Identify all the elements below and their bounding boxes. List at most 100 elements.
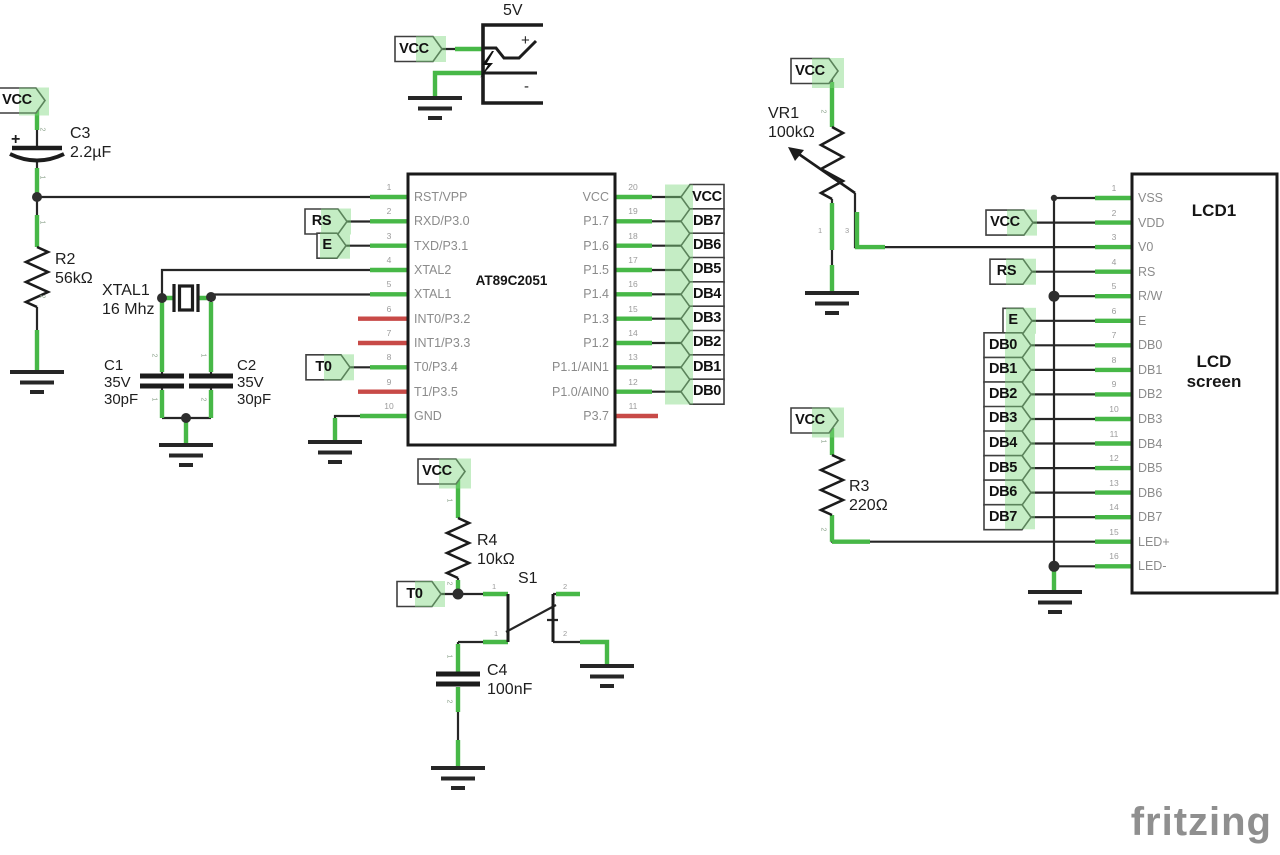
- pin-label: V0: [1138, 240, 1154, 255]
- ground-symbols[interactable]: [10, 96, 1082, 790]
- c2-ref: C2: [237, 357, 257, 374]
- pin-number: 10: [1109, 403, 1119, 414]
- s1-terminal-number: 2: [563, 582, 568, 591]
- lcd-body[interactable]: [1130, 172, 1279, 595]
- flag-vcc-lcd[interactable]: [985, 209, 1034, 236]
- flag-label-text: DB4: [988, 434, 1018, 451]
- pin-label: LED+: [1138, 534, 1170, 549]
- flag-label-vcc-r4: VCC: [422, 463, 452, 479]
- xtal1-ref: XTAL1: [102, 282, 150, 299]
- flag-rs-lcd[interactable]: [989, 258, 1033, 286]
- pin-label: R/W: [1138, 289, 1163, 304]
- c2-terminal-number: 2: [199, 397, 207, 402]
- pin-label: P1.0/AIN0: [552, 384, 609, 399]
- flag-vcc-r4[interactable]: [417, 458, 466, 485]
- vr1-value: 100kΩ: [768, 124, 815, 141]
- pin-label: VCC: [582, 190, 609, 204]
- pin-number: 11: [628, 400, 638, 411]
- pin-number: 7: [386, 327, 392, 338]
- pin-label: XTAL1: [414, 287, 452, 302]
- c3-polarity-plus: +: [11, 131, 21, 148]
- pin-label: INT0/P3.2: [414, 311, 471, 326]
- flag-db4-lcd[interactable]: [983, 430, 1032, 457]
- flag-label-text: DB2: [988, 385, 1018, 402]
- lcd-name: LCD1: [1191, 201, 1237, 220]
- switch-s1[interactable]: [506, 594, 555, 642]
- flag-t0-switch[interactable]: [396, 580, 442, 608]
- flag-db1-mcu[interactable]: [680, 353, 725, 381]
- flag-label-text: DB3: [692, 310, 722, 327]
- flag-db2-mcu[interactable]: [680, 329, 725, 357]
- mcu-body[interactable]: [406, 172, 617, 447]
- pin-label: RXD/P3.0: [414, 214, 470, 229]
- net-label-flags[interactable]: [0, 35, 1034, 608]
- flag-label-text: DB7: [988, 508, 1018, 525]
- flag-db5-lcd[interactable]: [983, 454, 1032, 482]
- pin-label: XTAL2: [414, 262, 452, 277]
- resistor-r4[interactable]: [443, 516, 473, 580]
- flag-label-vcc-vr1: VCC: [795, 62, 825, 79]
- flag-vcc-battery[interactable]: [394, 35, 443, 63]
- flag-vcc-mcu[interactable]: [680, 183, 725, 211]
- c1-value: 30pF: [104, 391, 139, 408]
- pin-label: P1.6: [583, 238, 609, 253]
- pin-number: 16: [1109, 551, 1119, 562]
- resistor-r3[interactable]: [817, 453, 847, 517]
- flag-vcc-r3[interactable]: [790, 407, 839, 434]
- flag-db0-lcd[interactable]: [983, 331, 1032, 359]
- flag-db3-lcd[interactable]: [983, 405, 1032, 433]
- flag-e-mcu[interactable]: [316, 232, 347, 259]
- flag-label-text: DB5: [988, 459, 1018, 476]
- flag-db2-lcd[interactable]: [983, 381, 1032, 408]
- pin-label: DB1: [1138, 362, 1163, 377]
- flag-db7-mcu[interactable]: [680, 208, 725, 235]
- flag-vcc-vr1[interactable]: [790, 57, 839, 85]
- flag-db6-lcd[interactable]: [983, 479, 1032, 506]
- pin-label: DB6: [1138, 485, 1163, 500]
- flag-label-vcc-top-left: VCC: [2, 92, 32, 108]
- pin-label: E: [1138, 313, 1147, 328]
- flag-label-text: DB4: [692, 285, 722, 302]
- flag-label-text: DB5: [692, 261, 722, 278]
- vr1-ref: VR1: [768, 105, 800, 122]
- crystal-xtal1[interactable]: [172, 284, 200, 312]
- pin-number: 17: [628, 254, 638, 265]
- capacitor-c1[interactable]: [140, 373, 184, 389]
- s1-terminal-number: 1: [492, 582, 497, 591]
- battery-5v[interactable]: [480, 23, 543, 105]
- potentiometer-vr1[interactable]: [788, 125, 856, 201]
- capacitor-c3[interactable]: [9, 145, 65, 163]
- pin-number: 2: [1111, 207, 1117, 218]
- flag-vcc-top-left[interactable]: [0, 87, 46, 114]
- flag-rs-mcu[interactable]: [304, 208, 348, 235]
- flag-db4-mcu[interactable]: [680, 280, 725, 308]
- pin-number: 10: [384, 400, 394, 411]
- flag-db0-mcu[interactable]: [680, 378, 725, 406]
- unconnected-pin-stubs[interactable]: [358, 316, 658, 419]
- flag-label-text: DB6: [988, 484, 1018, 501]
- c2-label: C2 35V 30pF: [237, 357, 271, 408]
- flag-db3-mcu[interactable]: [680, 305, 725, 333]
- flag-db5-mcu[interactable]: [680, 256, 725, 284]
- flag-db1-lcd[interactable]: [983, 356, 1032, 384]
- pin-number: 14: [1109, 502, 1119, 513]
- flag-label-text: DB0: [692, 383, 722, 400]
- flag-label-vcc-lcd: VCC: [990, 214, 1020, 231]
- capacitor-c2[interactable]: [189, 373, 233, 389]
- capacitor-c4[interactable]: [436, 671, 480, 687]
- s1-terminal-number: 1: [494, 629, 499, 638]
- flag-db7-lcd[interactable]: [983, 503, 1032, 531]
- flag-e-lcd[interactable]: [1002, 307, 1033, 335]
- resistor-r2[interactable]: [22, 245, 52, 309]
- r3-label: R3 220Ω: [849, 477, 888, 515]
- battery-voltage-label: 5V: [503, 2, 523, 19]
- c3-value: 2.2µF: [70, 144, 112, 161]
- c4-terminal-number: 2: [445, 699, 453, 704]
- pin-label: T0/P3.4: [414, 360, 458, 375]
- pin-label: P1.3: [583, 311, 609, 326]
- flag-db6-mcu[interactable]: [680, 232, 725, 259]
- flag-t0-mcu[interactable]: [305, 353, 351, 381]
- c1-terminal-number: 2: [150, 353, 158, 358]
- pin-label: P3.7: [583, 408, 609, 423]
- c3-terminal-number: 1: [38, 175, 46, 180]
